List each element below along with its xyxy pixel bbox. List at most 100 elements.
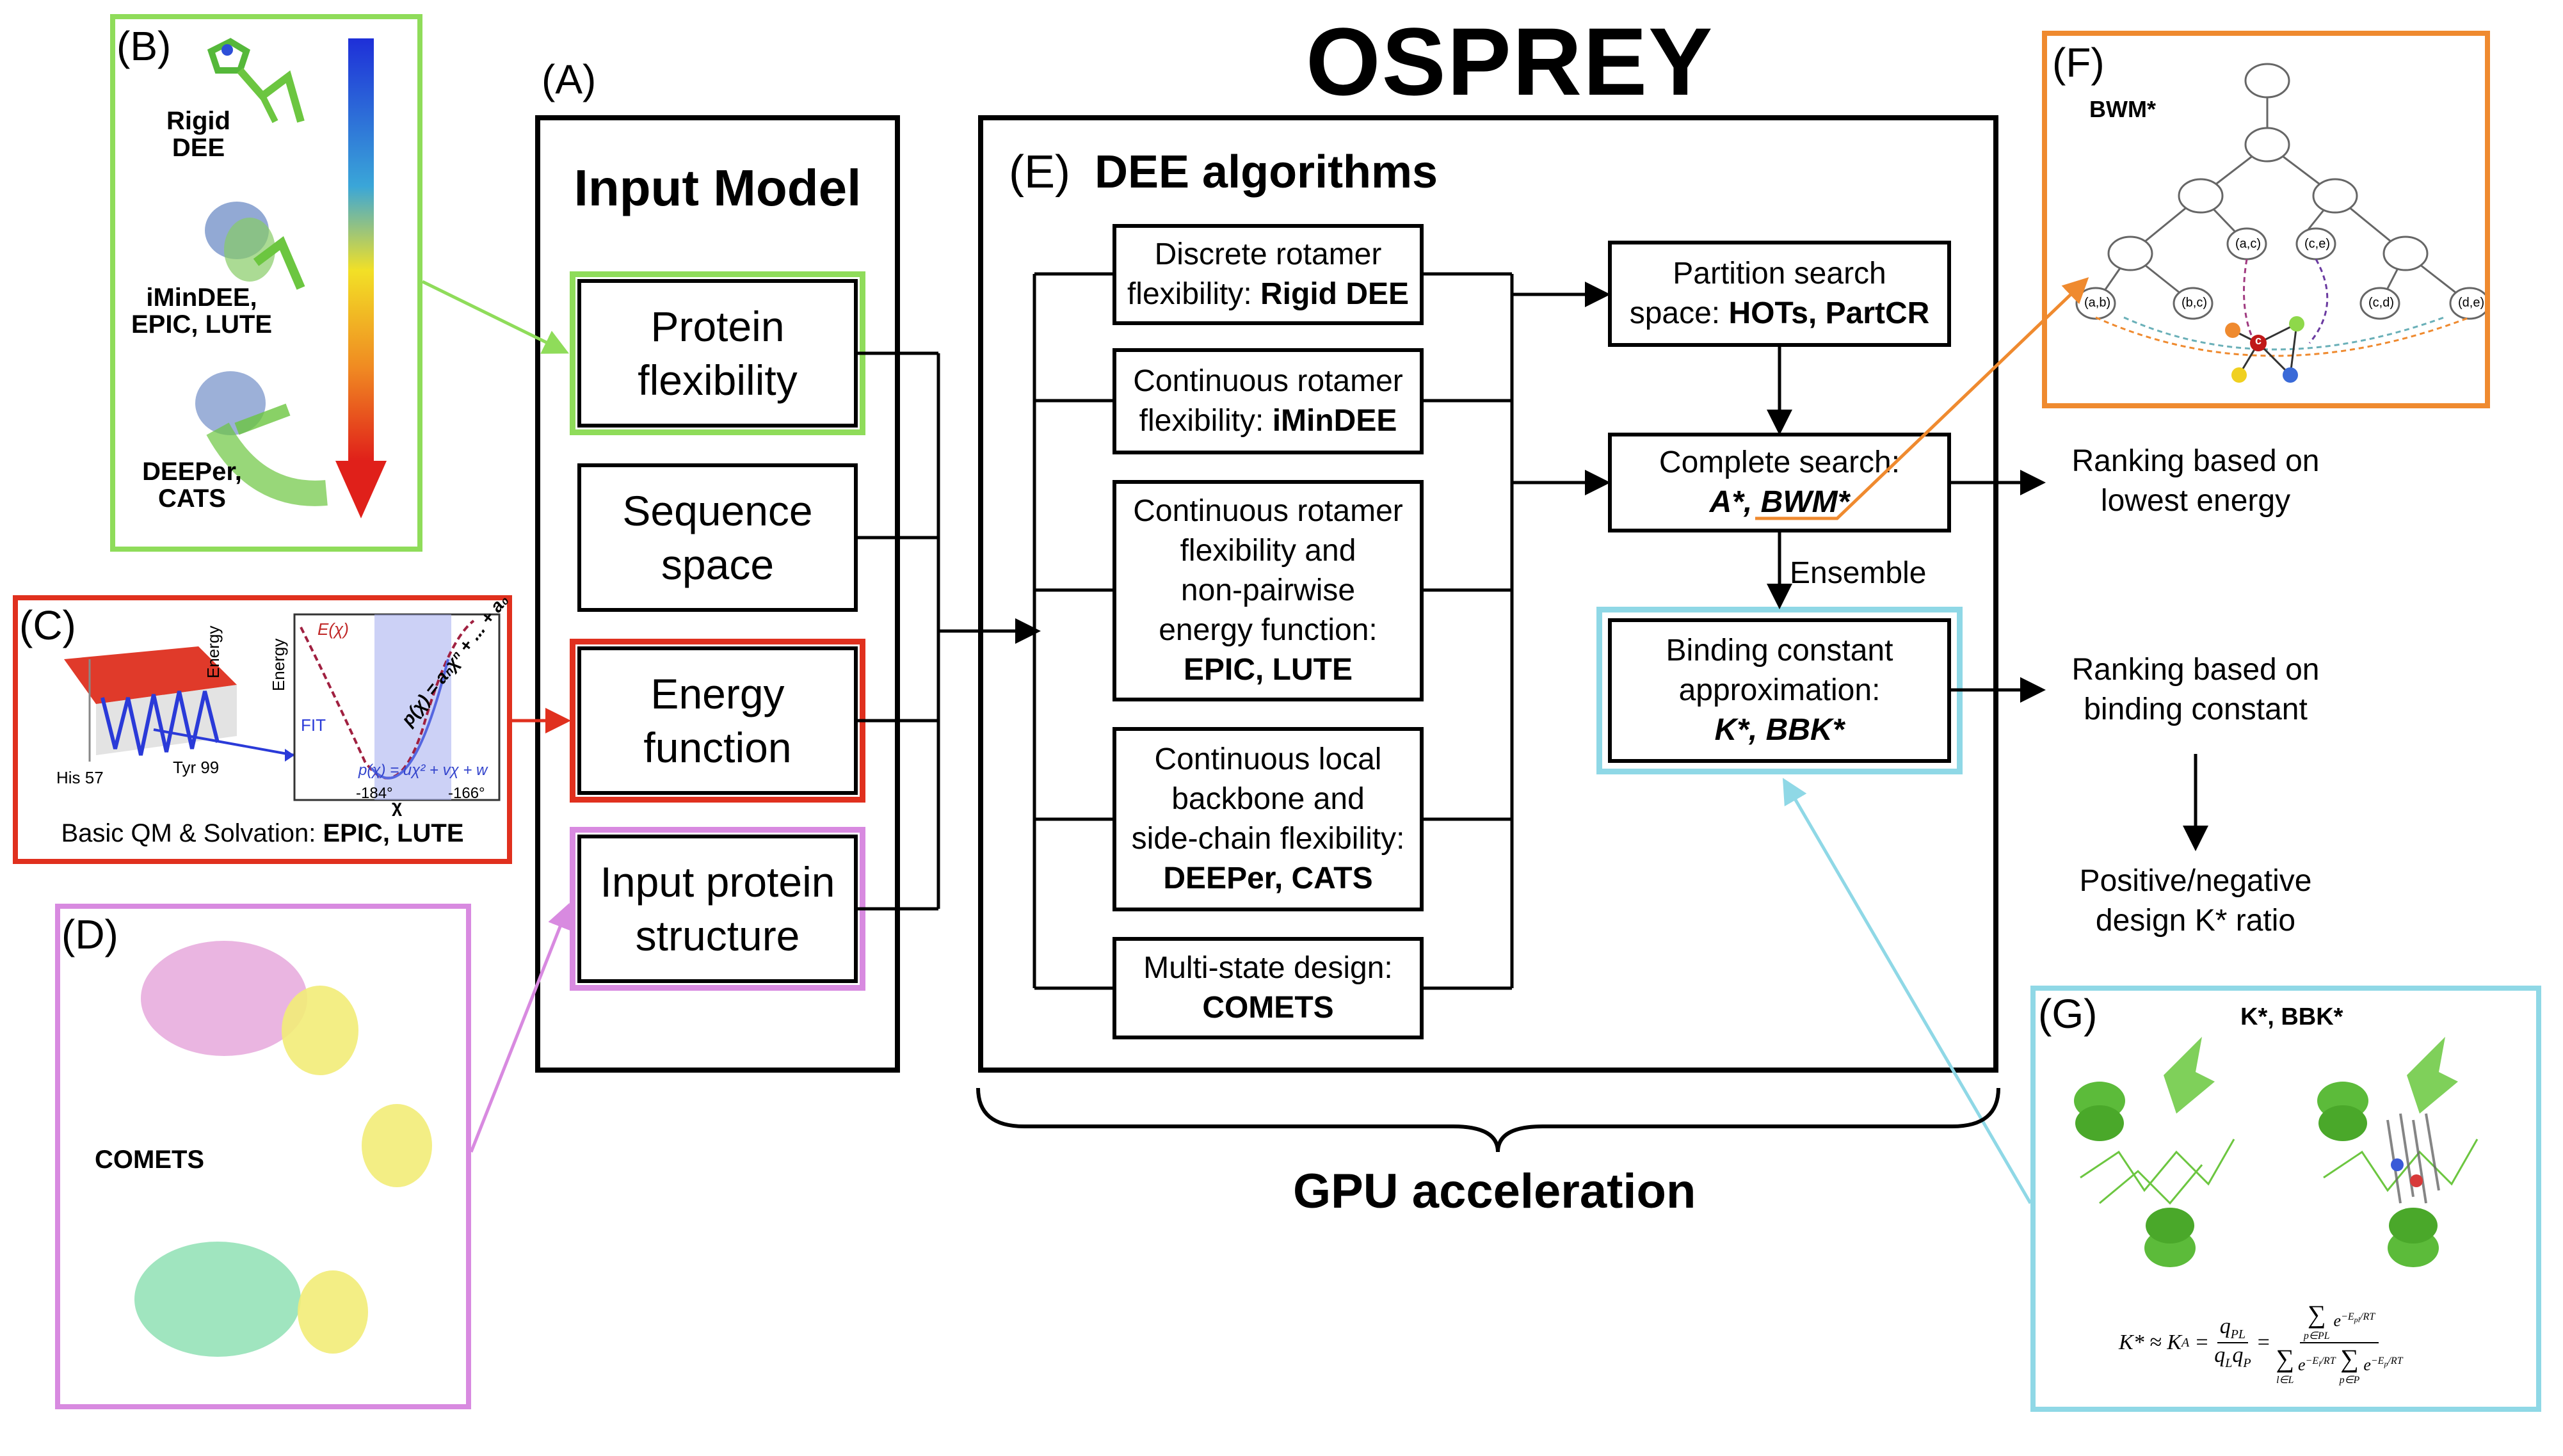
node-cd: (c,d)	[2368, 296, 2394, 310]
panel-f-label: (F)	[2052, 40, 2105, 86]
algo-rigid-dee-bold: Rigid DEE	[1260, 277, 1410, 311]
exp-pl-rt: /RT	[2360, 1311, 2375, 1322]
chi-axis-label: χ	[392, 796, 403, 816]
diagram-title: OSPREY	[1306, 8, 1714, 115]
formula-den-sub2: P	[2243, 1356, 2251, 1370]
kstar-bbk-heading: K*, BBK*	[2240, 1004, 2343, 1030]
algo-deeper-cats-text: Continuous local backbone and side-chain…	[1131, 742, 1405, 856]
node-de: (d,e)	[2458, 296, 2485, 310]
deeper-caption: DEEPer, CATS	[142, 458, 242, 513]
binding-constant-bold: K*, BBK*	[1714, 713, 1845, 747]
algo-rigid-dee: Discrete rotamer flexibility: Rigid DEE	[1113, 224, 1424, 325]
input-model-heading: Input Model	[574, 159, 862, 216]
algo-epic-lute-bold: EPIC, LUTE	[1183, 653, 1353, 687]
panel-g	[2030, 986, 2541, 1412]
panel-e-heading-row: (E) DEE algorithms	[1009, 146, 1438, 198]
panel-c-caption: Basic QM & Solvation: EPIC, LUTE	[26, 819, 499, 848]
deeper-structure	[195, 371, 328, 506]
algo-imindee-text: Continuous rotamer flexibility:	[1133, 364, 1403, 438]
formula-num-sub: PL	[2230, 1327, 2246, 1341]
partition-search-bold: HOTs, PartCR	[1728, 296, 1930, 330]
kstar-ratio-label: Positive/negative design K* ratio	[2079, 864, 2312, 938]
binding-constant-highlight	[1596, 607, 1963, 774]
rank-binding-label: Ranking based on binding constant	[2071, 653, 2320, 726]
kstar-structure-images	[2074, 1037, 2479, 1267]
comets-protein-structures	[134, 941, 432, 1357]
sequence-space-box: Sequence space	[577, 463, 858, 612]
input-structure-highlight	[570, 827, 865, 991]
energy-axis-label-1: Energy	[204, 625, 223, 678]
formula-lhs-sub: A	[2181, 1335, 2190, 1350]
imindee-caption: iMinDEE, EPIC, LUTE	[131, 284, 273, 339]
input-structure-box: Input protein structure	[577, 835, 858, 983]
sum-l-label: l∈L	[2276, 1375, 2294, 1386]
tick-label-1: -184°	[356, 785, 393, 802]
energy-axis-label-2: Energy	[269, 638, 288, 691]
dee-algorithms-heading: DEE algorithms	[1095, 147, 1438, 198]
complete-search-bold: A*, BWM*	[1709, 485, 1850, 519]
energy-landscape-plot	[64, 613, 501, 801]
panel-c-caption-text: Basic QM & Solvation:	[61, 819, 323, 847]
formula-num: q	[2219, 1315, 2231, 1339]
tyr99-label: Tyr 99	[173, 758, 220, 777]
node-ac: (a,c)	[2235, 237, 2261, 251]
rigidity-gradient-arrow	[335, 38, 387, 518]
gpu-acceleration-label: GPU acceleration	[1293, 1164, 1696, 1219]
energy-function-box: Energy function	[577, 646, 858, 795]
binding-constant-text: Binding constant approximation:	[1666, 634, 1893, 707]
bwm-tree-diagram	[2075, 63, 2485, 383]
protein-flexibility-box: Protein flexibility	[577, 279, 858, 428]
algo-deeper-cats-bold: DEEPer, CATS	[1163, 861, 1373, 895]
his57-label: His 57	[56, 768, 104, 787]
rigid-dee-structure	[207, 38, 305, 124]
fit-label: FIT	[301, 716, 326, 735]
formula-lhs: K* ≈ K	[2119, 1331, 2182, 1354]
panel-c-label: (C)	[19, 602, 76, 648]
node-ce: (c,e)	[2304, 237, 2330, 251]
formula-den: q	[2214, 1343, 2226, 1367]
algo-epic-lute: Continuous rotamer flexibility and non-p…	[1113, 480, 1424, 701]
panel-d-label: (D)	[61, 911, 118, 957]
algo-imindee: Continuous rotamer flexibility: iMinDEE	[1113, 348, 1424, 454]
algo-rigid-dee-text: Discrete rotamer flexibility:	[1127, 237, 1382, 311]
panel-e	[978, 115, 1998, 1073]
panel-b-label: (B)	[116, 23, 172, 69]
tick-label-2: -166°	[448, 785, 485, 802]
sequence-space-label: Sequence space	[622, 487, 813, 588]
exp-pl-sub: pl	[2354, 1315, 2360, 1325]
panel-e-label: (E)	[1009, 147, 1070, 198]
algo-deeper-cats: Continuous local backbone and side-chain…	[1113, 727, 1424, 911]
rigid-dee-caption: Rigid DEE	[166, 107, 230, 162]
node-bc: (b,c)	[2181, 296, 2207, 310]
panel-c-caption-bold: EPIC, LUTE	[323, 819, 464, 847]
energy-function-label: E(χ)	[317, 620, 349, 639]
imindee-structure	[205, 202, 305, 290]
input-structure-label: Input protein structure	[600, 858, 835, 959]
quadratic-fit-label: p(χ) = uχ² + vχ + w	[358, 762, 488, 779]
algo-comets-bold: COMETS	[1202, 991, 1334, 1025]
comets-caption: COMETS	[95, 1146, 205, 1174]
exp-pl: −E	[2341, 1311, 2354, 1322]
ensemble-label: Ensemble	[1790, 556, 1927, 590]
sum-p-label: p∈P	[2339, 1375, 2360, 1386]
center-node-c: c	[2255, 334, 2262, 347]
node-ab: (a,b)	[2084, 296, 2111, 310]
algo-imindee-bold: iMinDEE	[1272, 404, 1397, 438]
algo-comets: Multi-state design: COMETS	[1113, 937, 1424, 1039]
algo-comets-text: Multi-state design:	[1143, 951, 1393, 985]
exp-p-sub: p	[2384, 1359, 2388, 1369]
rank-energy-label: Ranking based on lowest energy	[2071, 444, 2320, 518]
exp-l-sub: l	[2318, 1359, 2321, 1369]
energy-function-label: Energy function	[643, 670, 792, 771]
energy-function-highlight	[570, 639, 865, 803]
binding-constant-box: Binding constant approximation: K*, BBK*	[1608, 618, 1951, 763]
sum-pl-label: p∈PL	[2303, 1331, 2330, 1341]
panel-a-label: (A)	[542, 56, 597, 102]
panel-g-label: (G)	[2038, 991, 2098, 1037]
partition-search-box: Partition search space: HOTs, PartCR	[1608, 241, 1951, 347]
algo-epic-lute-text: Continuous rotamer flexibility and non-p…	[1133, 494, 1403, 647]
complete-search-box: Complete search: A*, BWM*	[1608, 433, 1951, 532]
formula-den-sub1: L	[2225, 1356, 2233, 1370]
bwm-heading: BWM*	[2089, 96, 2156, 122]
